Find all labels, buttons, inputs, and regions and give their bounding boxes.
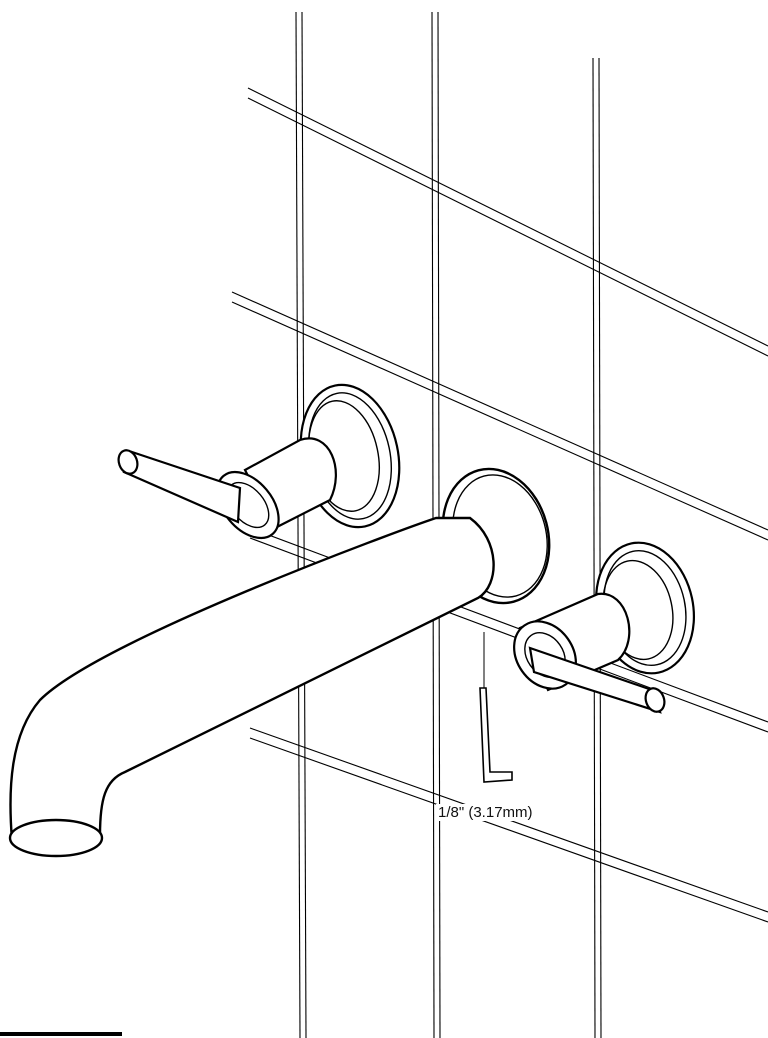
grout-line-diagonal-2 [231, 291, 768, 541]
grout-line-vertical-1 [295, 11, 307, 1038]
grout-line-diagonal-4 [249, 727, 768, 923]
footer-bar [0, 1032, 122, 1036]
grout-line-diagonal-1 [247, 87, 768, 357]
left-valve-handle [117, 383, 401, 540]
allen-wrench [479, 687, 513, 783]
right-valve-handle [513, 541, 696, 714]
tub-spout [8, 467, 551, 858]
wrench-size-label: 1/8" (3.17mm) [436, 804, 535, 821]
grout-line-vertical-3 [592, 57, 602, 1038]
